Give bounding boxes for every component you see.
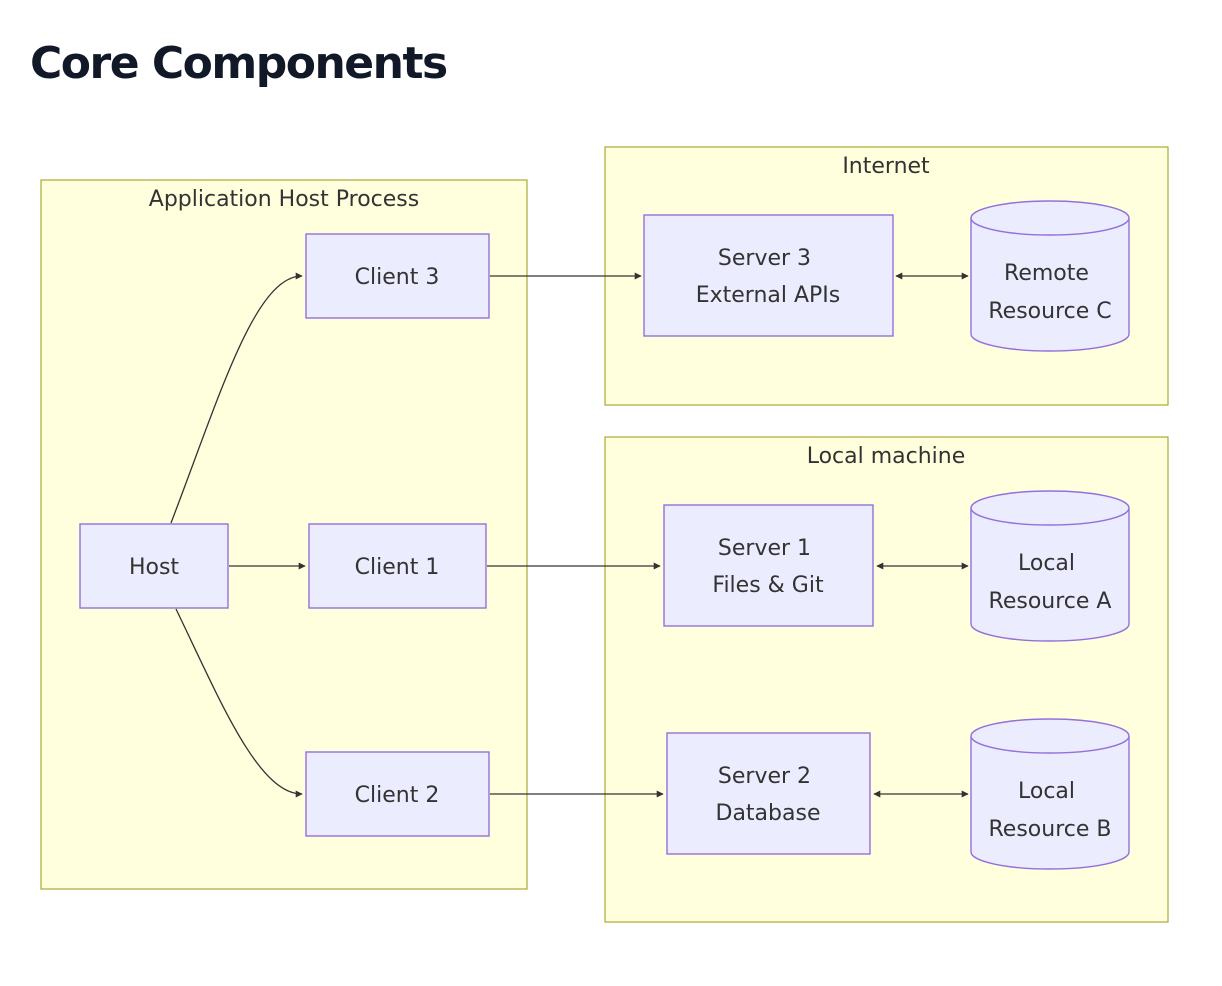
node-server3-label-line1: Server 3 [718, 246, 811, 271]
node-server3[interactable]: Server 3 External APIs [643, 214, 894, 337]
node-resource-c-label-line2: Resource C [988, 299, 1111, 324]
node-resource-a-label-line2: Resource A [989, 589, 1112, 614]
edges [170, 272, 969, 798]
edge-host-client3 [170, 272, 303, 524]
node-resource-a[interactable]: Local Resource A [970, 490, 1130, 642]
node-resource-b[interactable]: Local Resource B [970, 718, 1130, 870]
node-client2[interactable]: Client 2 [305, 751, 490, 837]
svg-text:Server 1 Files & Git: Server 1 Files & Git [712, 536, 824, 598]
svg-text:Server 2 Database: Server 2 Database [716, 764, 821, 826]
node-resource-c-label-line1: Remote [1004, 261, 1089, 286]
svg-text:Local Resource B: Local Resource B [989, 779, 1112, 842]
svg-text:Host: Host [129, 555, 179, 580]
node-server1-label-line1: Server 1 [718, 536, 811, 561]
svg-text:Local Resource A: Local Resource A [989, 551, 1112, 614]
node-server2-label-line1: Server 2 [718, 764, 811, 789]
svg-text:Client 1: Client 1 [355, 555, 440, 580]
group-label-internet: Internet [842, 154, 930, 179]
svg-text:Client 3: Client 3 [355, 265, 440, 290]
node-server1-label-line2: Files & Git [712, 573, 824, 598]
node-client1-label: Client 1 [355, 555, 440, 580]
node-host-label: Host [129, 555, 179, 580]
node-resource-a-label-line1: Local [1018, 551, 1075, 576]
node-client3[interactable]: Client 3 [305, 233, 490, 319]
node-server2-label-line2: Database [716, 801, 821, 826]
svg-text:Server 3 External APIs: Server 3 External APIs [696, 246, 841, 308]
edge-host-client2 [175, 608, 303, 798]
node-client3-label: Client 3 [355, 265, 440, 290]
node-resource-b-label-line2: Resource B [989, 817, 1112, 842]
node-resource-c[interactable]: Remote Resource C [970, 200, 1130, 352]
group-label-application-host-process: Application Host Process [149, 187, 419, 212]
page-title: Core Components [30, 38, 448, 89]
node-server3-label-line2: External APIs [696, 283, 841, 308]
node-client2-label: Client 2 [355, 783, 440, 808]
group-label-local-machine: Local machine [807, 444, 966, 469]
node-resource-b-label-line1: Local [1018, 779, 1075, 804]
node-client1[interactable]: Client 1 [308, 523, 487, 609]
svg-text:Remote Resource C: Remote Resource C [988, 261, 1111, 324]
node-host[interactable]: Host [79, 523, 229, 609]
svg-text:Client 2: Client 2 [355, 783, 440, 808]
node-server2[interactable]: Server 2 Database [666, 732, 871, 855]
node-server1[interactable]: Server 1 Files & Git [663, 504, 874, 627]
